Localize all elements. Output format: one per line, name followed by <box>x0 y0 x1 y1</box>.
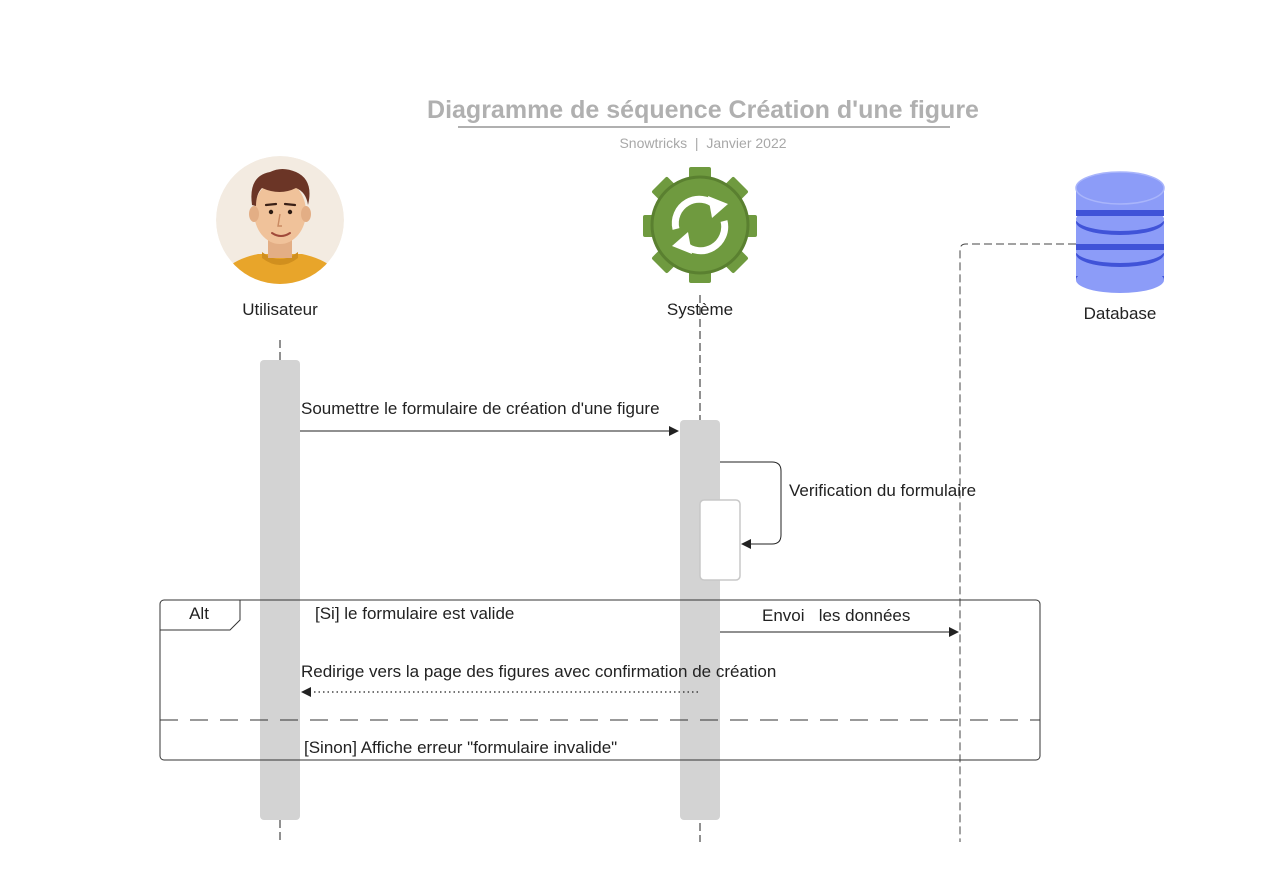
system-label: Système <box>667 300 733 319</box>
alt-guard-else: [Sinon] Affiche erreur "formulaire inval… <box>304 738 617 757</box>
diagram-header: Diagramme de séquence Création d'une fig… <box>427 96 979 151</box>
alt-fragment: Alt [Si] le formulaire est valide [Sinon… <box>159 599 1041 761</box>
alt-operator-label: Alt <box>189 604 209 623</box>
message-send-data: Envoi les données <box>720 606 959 637</box>
alt-operator-tab <box>160 600 241 631</box>
message-redirect-label: Redirige vers la page des figures avec c… <box>301 662 776 681</box>
participant-user: Utilisateur <box>216 156 344 319</box>
participant-system: Système <box>643 167 757 319</box>
diagram-subtitle: Snowtricks | Janvier 2022 <box>619 135 786 151</box>
message-send-data-label: Envoi les données <box>762 606 910 625</box>
system-nested-activation <box>699 499 741 581</box>
database-icon <box>1075 171 1165 293</box>
message-submit-label: Soumettre le formulaire de création d'un… <box>301 399 660 418</box>
diagram-title: Diagramme de séquence Création d'une fig… <box>427 96 979 124</box>
message-redirect: Redirige vers la page des figures avec c… <box>301 662 776 697</box>
participant-database: Database <box>1075 171 1165 323</box>
user-label: Utilisateur <box>242 300 318 319</box>
alt-guard-if: [Si] le formulaire est valide <box>315 604 514 623</box>
user-activation-bar <box>260 360 300 820</box>
message-verification-label: Verification du formulaire <box>789 481 976 500</box>
database-label: Database <box>1084 304 1157 323</box>
database-lifeline <box>959 243 1076 842</box>
user-avatar-icon <box>216 156 344 284</box>
message-submit-form: Soumettre le formulaire de création d'un… <box>300 399 679 436</box>
message-self-verification: Verification du formulaire <box>720 461 976 549</box>
gear-sync-icon <box>643 167 757 283</box>
